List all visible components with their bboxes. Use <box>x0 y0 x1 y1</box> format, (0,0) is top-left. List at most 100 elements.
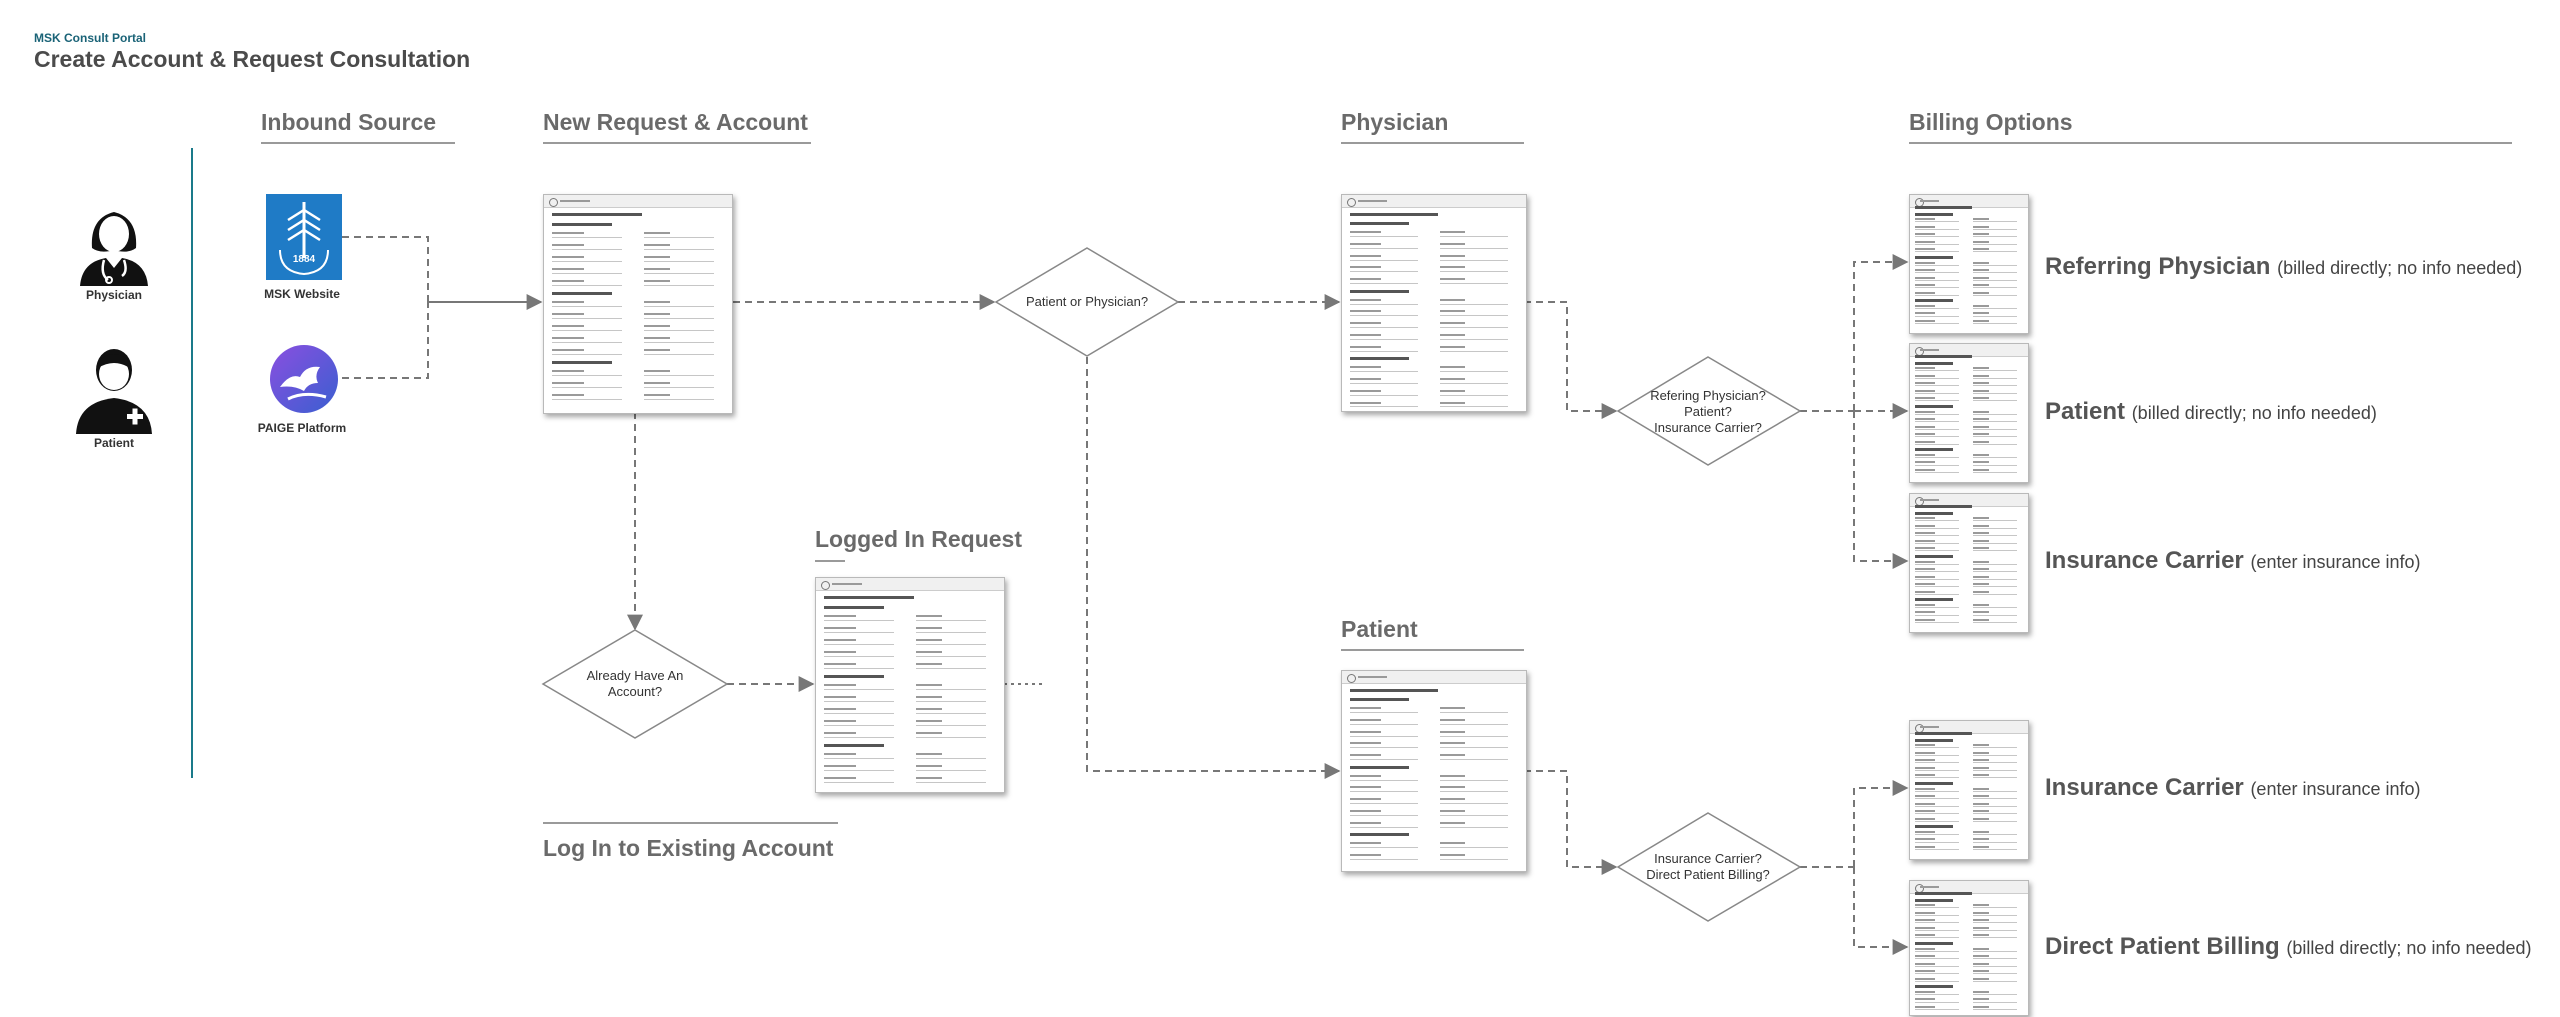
thumb-field-label <box>1349 298 1382 301</box>
thumb-field-line <box>1915 790 1959 792</box>
thumb-section-title <box>1915 781 1953 785</box>
thumb-field-label <box>1972 744 1990 747</box>
thumb-field-line <box>644 273 714 274</box>
form-thumbnail-billing-referring <box>1909 194 2029 334</box>
thumb-field-line <box>1915 243 1959 245</box>
thumb-field-label <box>1915 590 1936 593</box>
thumb-field-line <box>1439 394 1509 396</box>
thumb-field-label <box>1915 367 1936 370</box>
thumb-field-line <box>1972 563 2017 565</box>
thumb-field-line <box>1915 606 1959 608</box>
thumb-field-line <box>1349 814 1419 816</box>
thumb-field-label <box>1915 461 1936 464</box>
thumb-field-line <box>1972 578 2017 580</box>
thumb-logo-icon <box>1347 198 1356 207</box>
thumb-logo-icon <box>549 198 558 207</box>
thumb-field-label <box>1972 787 1990 790</box>
thumb-field-label <box>1349 707 1382 710</box>
thumb-field-label <box>1972 539 1990 542</box>
thumb-field-label <box>552 325 584 327</box>
thumb-field-label <box>644 394 670 396</box>
thumb-field-line <box>1972 243 2017 245</box>
thumb-field-line <box>916 758 986 759</box>
thumb-field-line <box>1972 315 2017 317</box>
thumb-field-label <box>1972 568 1990 571</box>
thumb-field-label <box>1349 310 1382 313</box>
thumb-field-line <box>1439 283 1509 285</box>
thumb-field-label <box>1972 524 1990 527</box>
thumb-field-label <box>1439 754 1466 757</box>
thumb-field-label <box>1439 401 1466 404</box>
thumb-field-label <box>1349 401 1382 404</box>
thumb-field-label <box>824 696 856 698</box>
thumb-field-label <box>1349 718 1382 721</box>
section-heading-logged-in: Logged In Request <box>815 526 1022 552</box>
source-label-paige: PAIGE Platform <box>257 421 347 435</box>
thumb-field-line <box>1915 464 1959 466</box>
thumb-field-line <box>916 782 986 783</box>
thumb-field-label <box>1972 575 1990 578</box>
thumb-field-line <box>1915 614 1959 616</box>
thumb-field-line <box>1972 805 2017 807</box>
thumb-field-line <box>1915 436 1959 438</box>
thumb-field-line <box>1349 394 1419 396</box>
thumb-field-label <box>1915 517 1936 520</box>
thumb-section-title <box>1349 765 1409 769</box>
thumb-field-line <box>824 782 894 783</box>
thumb-field-line <box>824 620 894 621</box>
thumb-field-label <box>1349 854 1382 857</box>
thumb-field-line <box>916 737 986 738</box>
thumb-field-line <box>552 285 622 286</box>
thumb-section-title <box>1349 833 1409 837</box>
thumb-field-label <box>1972 955 1990 958</box>
thumb-field-line <box>1972 929 2017 931</box>
thumb-field-label <box>644 337 670 339</box>
thumb-field-label <box>1915 795 1936 798</box>
thumb-field-label <box>1349 345 1382 348</box>
thumb-field-label <box>1915 947 1936 950</box>
thumb-field-label <box>1972 947 1990 950</box>
thumb-field-line <box>1915 1009 1959 1011</box>
thumb-field-line <box>1972 385 2017 387</box>
thumb-field-line <box>552 342 622 343</box>
thumb-field-label <box>1972 911 1990 914</box>
thumb-section-title <box>552 223 612 226</box>
thumb-field-label <box>1439 718 1466 721</box>
thumb-field-label <box>1972 517 1990 520</box>
thumb-field-label <box>1915 524 1936 527</box>
thumb-field-label <box>1915 575 1936 578</box>
thumb-field-line <box>824 701 894 702</box>
thumb-field-line <box>1972 922 2017 924</box>
thumb-field-line <box>1915 777 1959 779</box>
thumb-header-text <box>1357 676 1388 678</box>
thumb-field-line <box>644 237 714 238</box>
thumb-field-line <box>1972 980 2017 982</box>
thumb-field-label <box>1915 261 1936 264</box>
thumb-field-line <box>1915 535 1959 537</box>
thumb-field-label <box>1349 242 1382 245</box>
thumb-field-line <box>1349 303 1419 305</box>
connector-to-patient <box>1086 357 1341 779</box>
thumb-field-label <box>1972 904 1990 907</box>
thumb-field-line <box>1439 236 1509 238</box>
thumb-field-label <box>1915 1005 1936 1008</box>
thumb-field-line <box>916 632 986 633</box>
thumb-field-line <box>552 261 622 262</box>
thumb-field-line <box>1972 841 2017 843</box>
billing-option-insurance-carrier-2: Insurance Carrier (enter insurance info) <box>2045 774 2421 802</box>
thumb-field-label <box>1439 707 1466 710</box>
thumb-field-line <box>1915 315 1959 317</box>
section-heading-patient: Patient <box>1341 616 1524 651</box>
thumb-field-label <box>1915 603 1936 606</box>
source-label-msk: MSK Website <box>264 287 340 301</box>
thumb-field-line <box>1972 790 2017 792</box>
form-thumbnail-billing-patient <box>1909 343 2029 483</box>
thumb-field-line <box>1915 833 1959 835</box>
thumb-field-label <box>1349 798 1382 801</box>
connector-to-insurance-2 <box>1853 780 1909 867</box>
thumb-field-label <box>1439 366 1466 369</box>
thumb-field-label <box>1439 389 1466 392</box>
thumb-field-label <box>552 394 584 396</box>
thumb-field-line <box>916 725 986 726</box>
